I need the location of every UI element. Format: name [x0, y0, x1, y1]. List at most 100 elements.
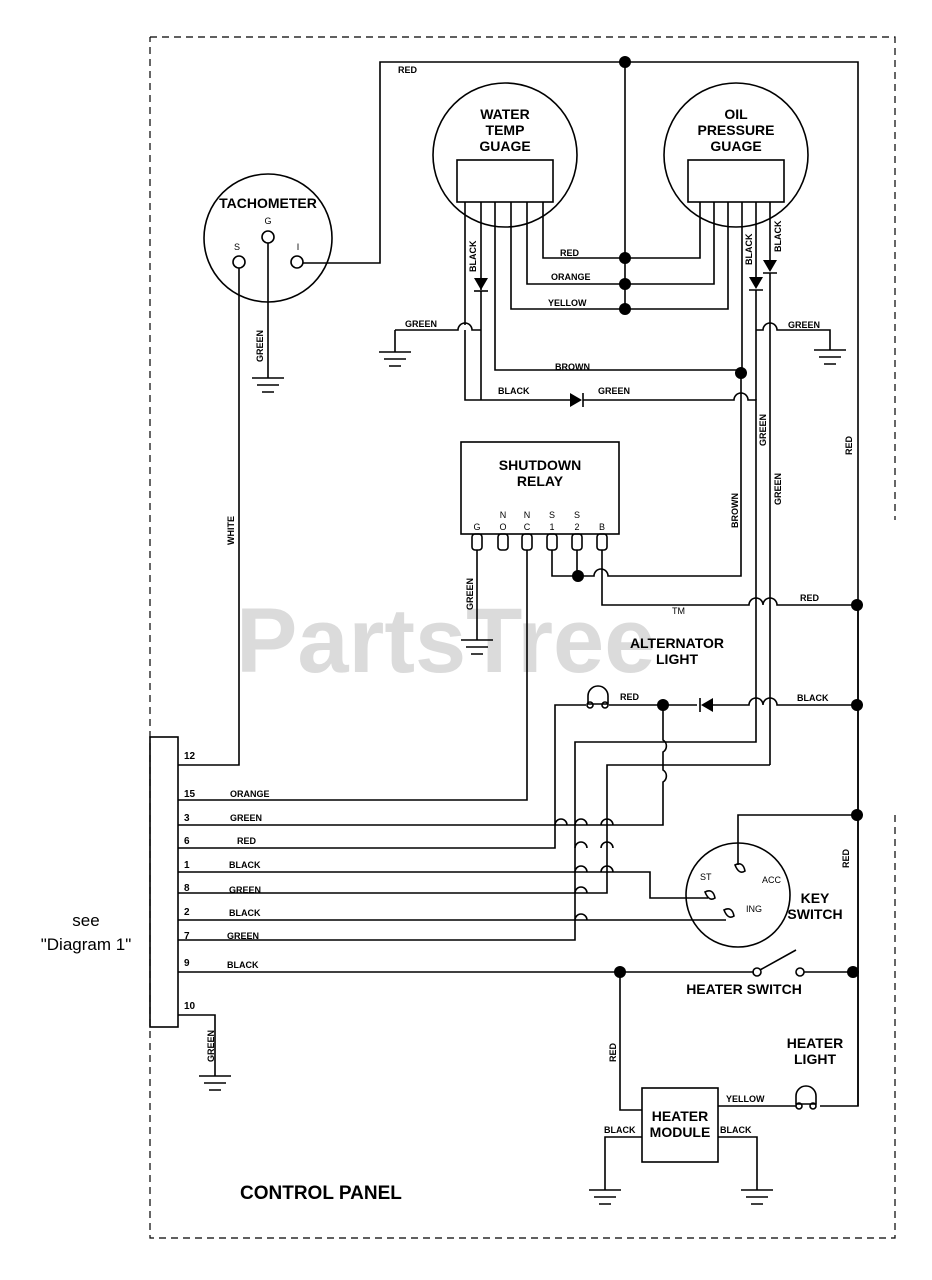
label-red-right-vert: RED — [844, 435, 854, 455]
wire-green-diode — [583, 392, 757, 700]
terminal-3: 3 — [184, 813, 190, 824]
relay-pin-s2-top: S — [574, 510, 580, 520]
heater-switch-label: HEATER SWITCH — [686, 981, 802, 997]
ground-icon — [741, 1189, 773, 1205]
wire-orange-15 — [178, 550, 528, 801]
wire-green-10 — [178, 1014, 216, 1076]
label-orange: ORANGE — [551, 272, 591, 282]
terminal-1: 1 — [184, 860, 190, 871]
heater-light-line2: LIGHT — [794, 1051, 836, 1067]
label-black-water: BLACK — [468, 240, 478, 272]
ground-icon — [199, 1075, 231, 1091]
label-green-vert-1: GREEN — [758, 414, 768, 446]
label-green-diode: GREEN — [598, 386, 630, 396]
wire-red-relay — [601, 550, 858, 606]
alternator-light-icon — [586, 685, 609, 709]
label-green-term10: GREEN — [206, 1030, 216, 1062]
terminal-15: 15 — [184, 789, 196, 800]
diode-icon — [570, 393, 582, 407]
label-red-gauge: RED — [560, 248, 580, 258]
terminal-3-color: GREEN — [230, 813, 262, 823]
relay-line1: SHUTDOWN — [499, 457, 581, 473]
relay-pin-g: G — [473, 522, 480, 532]
relay-pin-s1-bottom: 1 — [549, 522, 554, 532]
ground-icon — [379, 330, 411, 367]
key-st: ST — [700, 872, 712, 882]
label-green-tach: GREEN — [255, 330, 265, 362]
label-green-vert-2: GREEN — [773, 473, 783, 505]
relay-pin-s1-top: S — [549, 510, 555, 520]
relay-pin-s2-bottom: 2 — [574, 522, 579, 532]
terminal-block — [149, 736, 179, 1028]
ground-icon — [814, 349, 846, 365]
watermark: PartsTree — [236, 590, 655, 692]
wire-black-1 — [178, 871, 708, 899]
relay-pin-no-bottom: O — [499, 522, 506, 532]
relay-pin-nc-top: N — [524, 510, 531, 520]
tachometer-title: TACHOMETER — [219, 195, 317, 211]
oil-pressure-line2: PRESSURE — [697, 122, 774, 138]
see-note-line2: "Diagram 1" — [41, 935, 132, 954]
wire-green-left-ground — [395, 322, 481, 331]
alternator-line2: LIGHT — [656, 651, 698, 667]
heater-light-line1: HEATER — [787, 1035, 844, 1051]
label-black-diode: BLACK — [498, 386, 530, 396]
terminal-6-color: RED — [237, 836, 257, 846]
label-green-relay: GREEN — [465, 578, 475, 610]
wire-green-right-ground — [756, 322, 831, 350]
terminal-9: 9 — [184, 958, 190, 969]
wire-relay-s — [551, 550, 578, 577]
oil-pressure-line3: GUAGE — [710, 138, 761, 154]
oil-pressure-gauge: OIL PRESSURE GUAGE — [663, 82, 809, 228]
panel-border-top — [150, 36, 896, 520]
tach-pin-g: G — [264, 216, 271, 226]
terminal-9-color: BLACK — [227, 960, 259, 970]
label-green-right-ground: GREEN — [788, 320, 820, 330]
wire-black-module-right — [718, 1136, 758, 1190]
diode-icon — [749, 277, 763, 289]
terminal-7-color: GREEN — [227, 931, 259, 941]
relay-line2: RELAY — [517, 473, 564, 489]
tach-pin-s: S — [234, 242, 240, 252]
label-black-module-right: BLACK — [720, 1125, 752, 1135]
water-temp-line1: WATER — [480, 106, 530, 122]
key-switch-line1: KEY — [801, 890, 830, 906]
label-green-left-ground: GREEN — [405, 319, 437, 329]
label-red-key: RED — [841, 848, 851, 868]
heater-module-line1: HEATER — [652, 1108, 709, 1124]
wire-brown-h — [494, 202, 741, 371]
heater-module: HEATER MODULE — [641, 1087, 719, 1163]
watermark-tm: TM — [672, 606, 685, 616]
alternator-line1: ALTERNATOR — [630, 635, 724, 651]
terminal-2: 2 — [184, 907, 190, 918]
water-temp-gauge: WATER TEMP GUAGE — [432, 82, 578, 228]
diode-icon — [701, 698, 713, 712]
terminal-8-color: GREEN — [229, 885, 261, 895]
label-red-top: RED — [398, 65, 418, 75]
wire-green-8 — [178, 764, 770, 894]
water-temp-line3: GUAGE — [479, 138, 530, 154]
diode-icon — [763, 260, 777, 272]
ground-icon — [589, 1189, 621, 1205]
see-note-line1: see — [72, 911, 99, 930]
label-black-alt: BLACK — [797, 693, 829, 703]
label-brown-vert: BROWN — [730, 493, 740, 528]
terminal-12: 12 — [184, 751, 196, 762]
relay-pin-no-top: N — [500, 510, 507, 520]
label-brown: BROWN — [555, 362, 590, 372]
wire-black-module-left — [604, 1136, 642, 1190]
diode-icon — [474, 278, 488, 290]
heater-light-icon — [795, 1085, 817, 1110]
wire-white — [178, 268, 240, 766]
label-yellow: YELLOW — [548, 298, 587, 308]
label-red-heater: RED — [608, 1042, 618, 1062]
wire-green-3 — [178, 705, 668, 826]
shutdown-relay: SHUTDOWN RELAY G N O N C S 1 S 2 B — [460, 441, 620, 551]
terminal-7: 7 — [184, 931, 190, 942]
wire-green-7 — [178, 700, 757, 941]
relay-pin-b: B — [599, 522, 605, 532]
wire-red-main — [303, 61, 859, 1106]
terminal-10: 10 — [184, 1001, 196, 1012]
terminal-8: 8 — [184, 883, 190, 894]
